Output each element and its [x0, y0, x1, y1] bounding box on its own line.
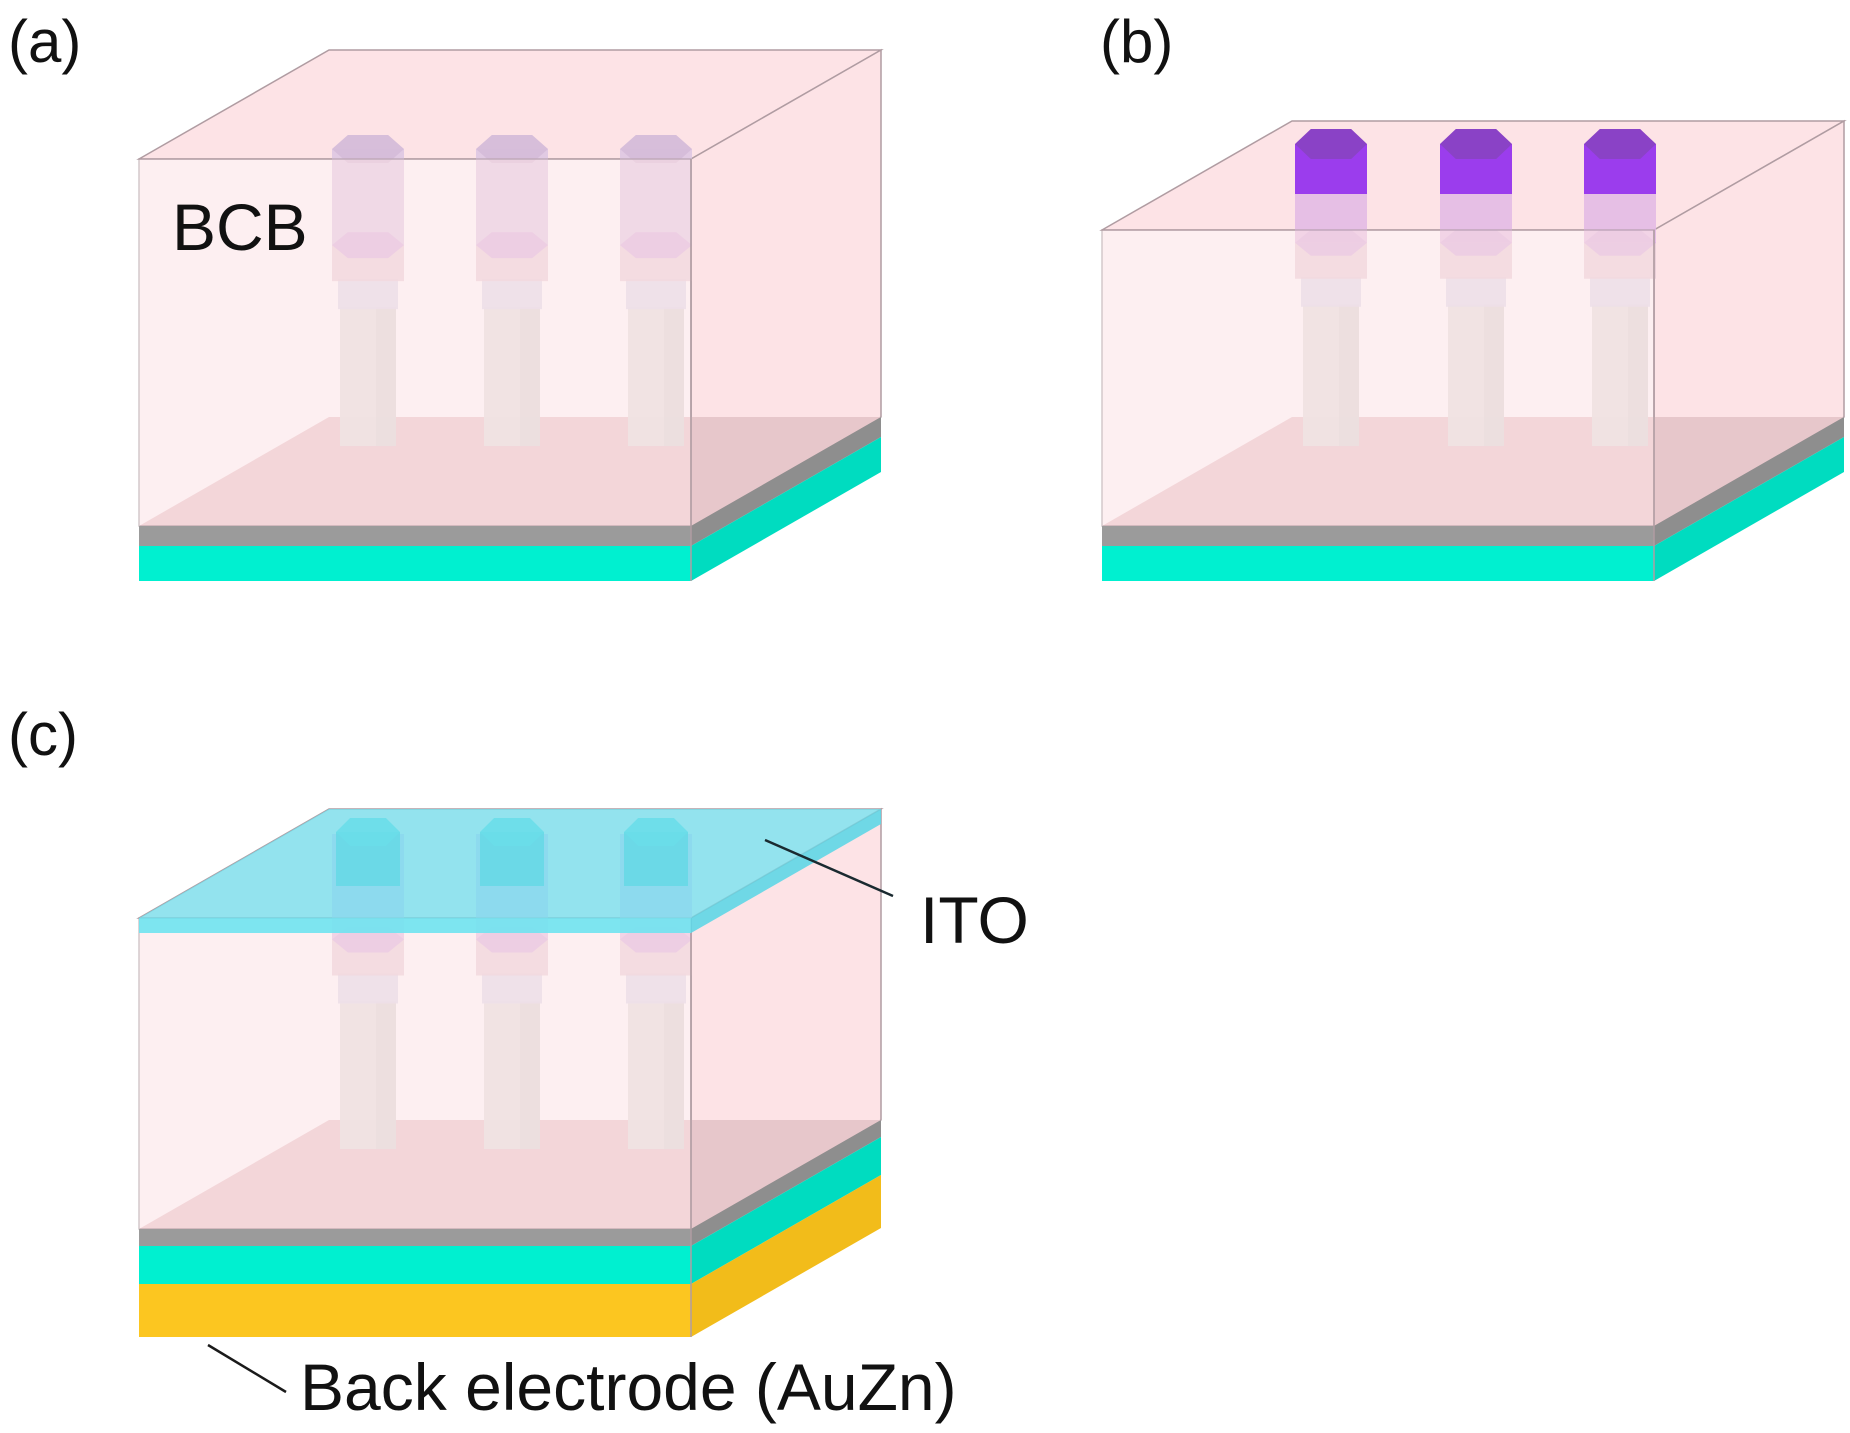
gray-layer-front	[139, 1229, 691, 1246]
panel-c-label: (c)	[8, 701, 78, 768]
panel-c	[136, 807, 884, 1337]
substrate-side	[1654, 437, 1844, 581]
bcb-label: BCB	[172, 190, 308, 264]
back-electrode-front	[139, 1284, 691, 1337]
panel-a	[136, 48, 884, 581]
gray-layer-side	[1654, 417, 1844, 546]
nanowire-top-cap	[620, 135, 692, 163]
back-electrode-side	[691, 1175, 881, 1337]
gray-layer-side	[691, 417, 881, 546]
ito-front-face	[139, 918, 691, 933]
ito-top-face	[139, 809, 881, 918]
nanowire-top-cap	[476, 135, 548, 163]
nanowire-top-cap	[332, 135, 404, 163]
substrate-front	[139, 546, 691, 581]
ito-side-face	[691, 809, 881, 933]
substrate-side	[691, 1137, 881, 1284]
panel-b	[1099, 119, 1847, 581]
bcb-front-face	[1101, 229, 1655, 527]
panel-a-label: (a)	[8, 8, 81, 75]
nanowire-exposed-tip-top	[1440, 129, 1512, 159]
ito-label: ITO	[920, 883, 1029, 957]
substrate-front	[139, 1246, 691, 1284]
substrate-front	[1102, 546, 1654, 581]
nanowire-exposed-tip-top	[1295, 129, 1367, 159]
nanowire-exposed-tip-top	[1584, 129, 1656, 159]
gray-layer-front	[139, 526, 691, 546]
gray-layer-side	[691, 1120, 881, 1246]
ito-leader-line	[764, 838, 894, 898]
back-electrode-label: Back electrode (AuZn)	[300, 1350, 957, 1424]
bcb-front-face	[138, 158, 692, 527]
gray-layer-front	[1102, 526, 1654, 546]
back-electrode-leader-line	[207, 1343, 287, 1394]
substrate-side	[691, 437, 881, 581]
bcb-front-face	[138, 917, 692, 1230]
panel-b-label: (b)	[1100, 8, 1173, 75]
